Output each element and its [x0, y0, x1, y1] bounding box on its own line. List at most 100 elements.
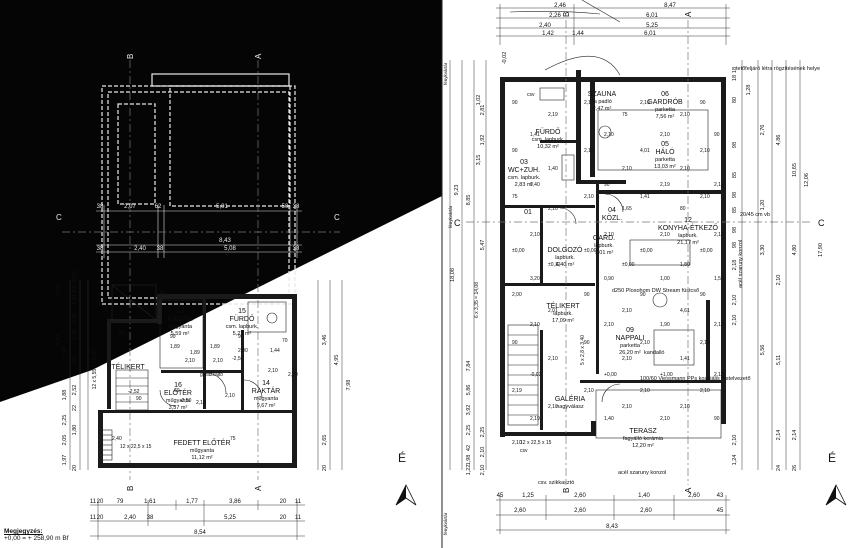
section-b-bottom-left: B	[126, 486, 135, 491]
right-room-name: DOLGOZÓ	[547, 245, 583, 254]
right-annotation: d250 Plosohom DW Stream füstcső	[612, 288, 699, 294]
left-room-area: 9,67 m²	[257, 403, 276, 409]
right-misc-label: +0,00	[604, 372, 617, 378]
left-dim-left: 2,46	[72, 330, 78, 341]
left-room-area: 3,57 m²	[169, 405, 188, 411]
left-dim-left-outer: 2,05	[62, 435, 68, 446]
left-dim-mid: 38	[97, 246, 104, 252]
right-dim-left: 7,84	[466, 361, 472, 372]
left-dim-left: 15	[72, 357, 78, 363]
left-dim-right: 3,46	[322, 335, 328, 346]
right-room-num: 06	[661, 91, 669, 98]
right-room-floor: lapburk.	[678, 233, 698, 239]
left-ground-walls	[98, 294, 297, 468]
left-room-num: 16	[174, 382, 182, 389]
right-annotation: 20/45 cm vb	[740, 212, 770, 218]
right-dim-right: 5,11	[776, 355, 782, 365]
right-room-name: TERASZ	[629, 428, 657, 435]
right-dim-right: 98	[732, 227, 738, 233]
left-dim-bottom-2: 20	[97, 515, 104, 521]
note-title: Megjegyzés:	[4, 528, 43, 535]
right-plan	[449, 0, 812, 534]
right-misc-label: 2,10	[548, 206, 558, 212]
left-misc-label: 75	[230, 436, 236, 442]
right-dim-right: 26	[792, 465, 798, 471]
right-room-floor: fagyálló kerámia	[623, 436, 664, 442]
left-dim-left: 1,39	[72, 313, 78, 324]
right-room-area: 10,32 m²	[537, 144, 559, 150]
right-misc-label: 1,41	[640, 194, 650, 200]
left-dim-bottom-2: 11	[90, 515, 97, 521]
right-annotation: acél szaruny konzol	[738, 240, 744, 288]
left-room-area: 5,59 m²	[171, 331, 190, 337]
left-room-name: ELŐTÉR	[164, 388, 192, 397]
left-room-name: RAKTÁR	[252, 386, 280, 395]
left-misc-label: 2,10	[225, 393, 235, 399]
right-dim-left-outer: 2,10	[480, 465, 486, 476]
right-dim-bottom-3: 8,43	[606, 524, 618, 530]
left-misc-label: 60	[174, 388, 180, 394]
right-room-floor: lapburk.	[553, 311, 573, 317]
right-dim-left-outer: 18,08	[450, 268, 456, 282]
right-misc-label: 4,61	[680, 308, 690, 314]
right-dim-right: 2,10	[732, 315, 738, 326]
right-misc-label: 1,40	[530, 182, 540, 188]
right-misc-label: 2,10	[548, 404, 558, 410]
right-misc-label: -0,02	[530, 372, 542, 378]
right-misc-label: +1,00	[660, 372, 673, 378]
right-dim-bottom-2: 2,60	[514, 508, 526, 514]
right-misc-label: 2,10	[700, 340, 710, 346]
left-misc-label: 90	[136, 396, 142, 402]
right-dim-right: 98	[732, 192, 738, 198]
right-annotation: csv. szikkasztó	[538, 480, 574, 486]
right-room-name: SZAUNA	[588, 91, 617, 98]
right-misc-label: ±0,00	[584, 248, 597, 254]
left-dim-left-outer: 1,98	[62, 347, 68, 358]
right-dim-right: 85	[732, 172, 738, 178]
right-dim-top: 2,40	[539, 23, 551, 29]
left-plan	[62, 60, 343, 540]
right-room-name: WC+ZUH.	[508, 167, 540, 174]
section-a-bottom-right: A	[684, 487, 693, 493]
left-dim-bottom-2: 2,40	[124, 515, 136, 521]
left-dim-left-outer: 1,97	[62, 455, 68, 466]
right-misc-label: 1,41	[680, 356, 690, 362]
right-room-floor: csm. lapburk.	[532, 137, 565, 143]
section-a-top-right: A	[684, 11, 693, 17]
right-misc-label: 2,19	[548, 112, 558, 118]
left-misc-label: 2,10	[268, 368, 278, 374]
left-misc-label: 1,89	[210, 344, 220, 350]
right-room-area: 4,40 m²	[556, 262, 575, 268]
right-room-name: FÜRDŐ	[536, 127, 561, 136]
right-room-area: 21,17 m²	[677, 240, 699, 246]
left-dim-bottom-2: 20	[280, 515, 287, 521]
right-misc-label: 4,01	[640, 148, 650, 154]
right-misc-label: 2,10	[680, 166, 690, 172]
right-section-lines	[466, 20, 812, 485]
left-dim-left: 22	[72, 405, 78, 411]
right-annotation: 100/60 Viessmann PPs koaxiális füstelvez…	[640, 376, 751, 382]
right-misc-label: 90	[604, 182, 610, 188]
left-misc-label: 40	[160, 291, 166, 297]
left-dim-mid: 5,08	[224, 246, 236, 252]
right-misc-label: 2,10	[530, 322, 540, 328]
left-dim-bottom-2: 38	[147, 515, 154, 521]
right-annotation: csv	[527, 92, 535, 98]
right-dim-right: 12,06	[804, 173, 810, 187]
left-dim-bottom-3: 8,54	[194, 530, 206, 536]
right-misc-label: 2,10	[714, 322, 724, 328]
right-dim-right: 10,65	[792, 163, 798, 177]
right-annotation: fénykvártár	[448, 205, 453, 228]
right-misc-label: 2,10	[640, 100, 650, 106]
right-annotation: csv	[520, 448, 528, 454]
right-room-floor: parketta	[620, 343, 641, 349]
right-dim-left-outer: 1,92	[480, 135, 486, 146]
left-dim-left: 20	[72, 465, 78, 471]
right-room-name: TÉLIKERT	[546, 301, 580, 310]
left-bottom-dim-lines	[90, 500, 305, 540]
left-room-floor: csm. lapburk.	[226, 324, 259, 330]
right-dim-right: 5,56	[760, 345, 766, 356]
left-stair2-label: 12 x 22,5 x 15	[120, 444, 152, 450]
left-section-lines	[62, 60, 340, 480]
left-room-area: 5,27 m²	[233, 331, 252, 337]
